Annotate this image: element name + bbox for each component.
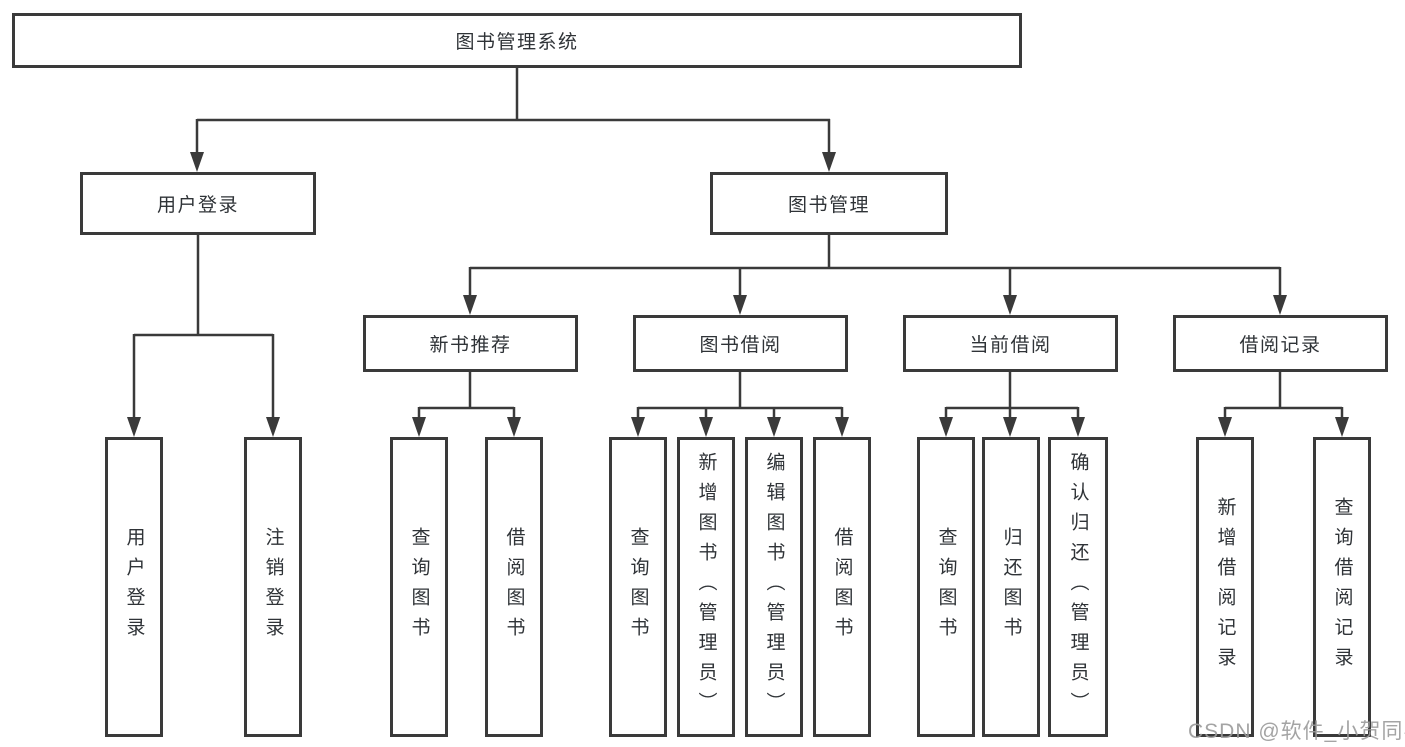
leaf-query-books-recommend: 查询图书 [390, 437, 448, 737]
edges-borrow-records [1218, 370, 1349, 437]
node-label: 确认归还（管理员） [1067, 452, 1089, 722]
leaf-user-login: 用户登录 [105, 437, 163, 737]
leaf-add-book-admin: 新增图书（管理员） [677, 437, 735, 737]
node-label: 查询图书 [408, 527, 430, 647]
node-current-borrow: 当前借阅 [903, 315, 1118, 372]
node-book-borrow: 图书借阅 [633, 315, 848, 372]
leaf-borrow-books-borrow: 借阅图书 [813, 437, 871, 737]
node-label: 图书管理系统 [455, 32, 579, 53]
leaf-logout: 注销登录 [244, 437, 302, 737]
leaf-borrow-books-recommend: 借阅图书 [485, 437, 543, 737]
node-system-root: 图书管理系统 [12, 13, 1022, 68]
node-label: 借阅图书 [503, 527, 525, 647]
node-label: 编辑图书（管理员） [763, 452, 785, 722]
node-label: 图书借阅 [699, 335, 782, 356]
edges-book-management [463, 233, 1287, 315]
leaf-edit-book-admin: 编辑图书（管理员） [745, 437, 803, 737]
node-label: 归还图书 [1000, 527, 1022, 647]
leaf-query-books-borrow: 查询图书 [609, 437, 667, 737]
node-label: 新增借阅记录 [1214, 497, 1236, 677]
node-borrow-records: 借阅记录 [1173, 315, 1388, 372]
node-label: 用户登录 [156, 195, 239, 216]
node-label: 图书管理 [787, 195, 870, 216]
node-user-login: 用户登录 [80, 172, 316, 235]
node-label: 借阅图书 [831, 527, 853, 647]
node-label: 查询借阅记录 [1331, 497, 1353, 677]
node-new-book-recommend: 新书推荐 [363, 315, 578, 372]
edges-root [190, 66, 836, 172]
node-label: 当前借阅 [969, 335, 1052, 356]
node-label: 借阅记录 [1239, 335, 1322, 356]
node-book-management: 图书管理 [710, 172, 948, 235]
csdn-watermark: CSDN @软件_小贺同学 [1188, 720, 1405, 743]
edges-book-borrow [631, 370, 849, 437]
node-label: 用户登录 [123, 527, 145, 647]
edges-new-book [412, 370, 521, 437]
edges-user-login [127, 233, 280, 437]
node-label: 新书推荐 [429, 335, 512, 356]
leaf-confirm-return-admin: 确认归还（管理员） [1048, 437, 1108, 737]
node-label: 新增图书（管理员） [695, 452, 717, 722]
leaf-query-borrow-record: 查询借阅记录 [1313, 437, 1371, 737]
leaf-return-books: 归还图书 [982, 437, 1040, 737]
leaf-query-books-current: 查询图书 [917, 437, 975, 737]
node-label: 注销登录 [262, 527, 284, 647]
node-label: 查询图书 [935, 527, 957, 647]
leaf-add-borrow-record: 新增借阅记录 [1196, 437, 1254, 737]
node-label: 查询图书 [627, 527, 649, 647]
edges-current-borrow [939, 370, 1085, 437]
